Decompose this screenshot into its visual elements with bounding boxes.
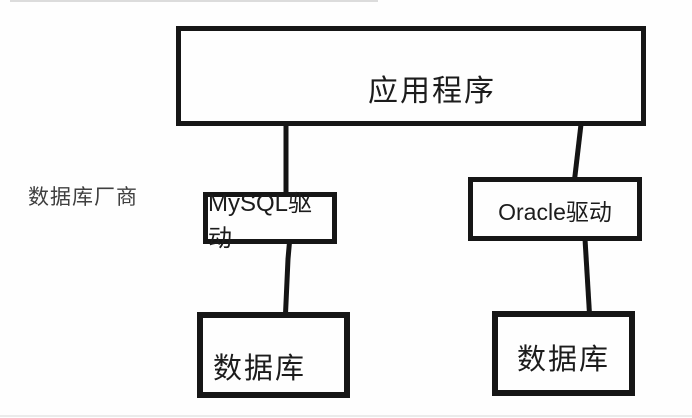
database-left-label: 数据库 — [213, 353, 307, 385]
application-box: 应用程序 — [176, 26, 646, 126]
application-box-label: 应用程序 — [368, 75, 496, 108]
database-left-box: 数据库 — [197, 312, 350, 398]
oracle-driver-box: Oracle驱动 — [468, 177, 642, 241]
database-right-label: 数据库 — [516, 343, 610, 376]
connector-app-to-oracle-driver — [572, 119, 584, 181]
database-vendor-label: 数据库厂商 — [28, 186, 138, 209]
database-right-box: 数据库 — [492, 311, 635, 396]
mysql-driver-label: MySQL驱动 — [208, 190, 313, 252]
oracle-driver-label: Oracle驱动 — [498, 199, 612, 225]
connector-oracle-driver-to-database — [582, 238, 592, 315]
mysql-driver-box: MySQL驱动 — [203, 190, 337, 252]
